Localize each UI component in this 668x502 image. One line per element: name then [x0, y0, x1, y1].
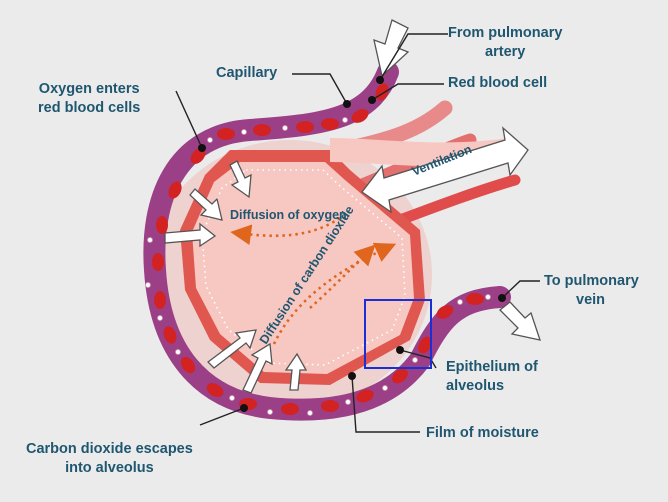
label-epithelium: Epithelium of alveolus	[446, 358, 538, 396]
label-co2-escapes-line1: Carbon dioxide escapes	[26, 441, 193, 457]
label-oxygen-enters: Oxygen enters red blood cells	[38, 80, 140, 118]
label-oxygen-enters-line2: red blood cells	[38, 100, 140, 116]
label-from-pulmonary-artery: From pulmonary artery	[448, 24, 562, 62]
label-film-of-moisture: Film of moisture	[426, 424, 539, 443]
label-oxygen-enters-line1: Oxygen enters	[39, 81, 140, 97]
label-epithelium-line1: Epithelium of	[446, 359, 538, 375]
label-from-pulmonary-artery-line1: From pulmonary	[448, 25, 562, 41]
label-epithelium-line2: alveolus	[446, 378, 504, 394]
diffusion-oxygen-label: Diffusion of oxygen	[230, 208, 347, 222]
label-to-pulmonary-vein-line1: To pulmonary	[544, 273, 639, 289]
label-from-pulmonary-artery-line2: artery	[485, 44, 525, 60]
label-red-blood-cell: Red blood cell	[448, 74, 547, 93]
label-capillary: Capillary	[216, 64, 277, 83]
label-to-pulmonary-vein-line2: vein	[544, 292, 605, 308]
label-co2-escapes: Carbon dioxide escapes into alveolus	[26, 440, 193, 478]
outlet-arrow	[500, 302, 540, 340]
label-co2-escapes-line2: into alveolus	[65, 460, 154, 476]
label-to-pulmonary-vein: To pulmonary vein	[544, 272, 639, 310]
